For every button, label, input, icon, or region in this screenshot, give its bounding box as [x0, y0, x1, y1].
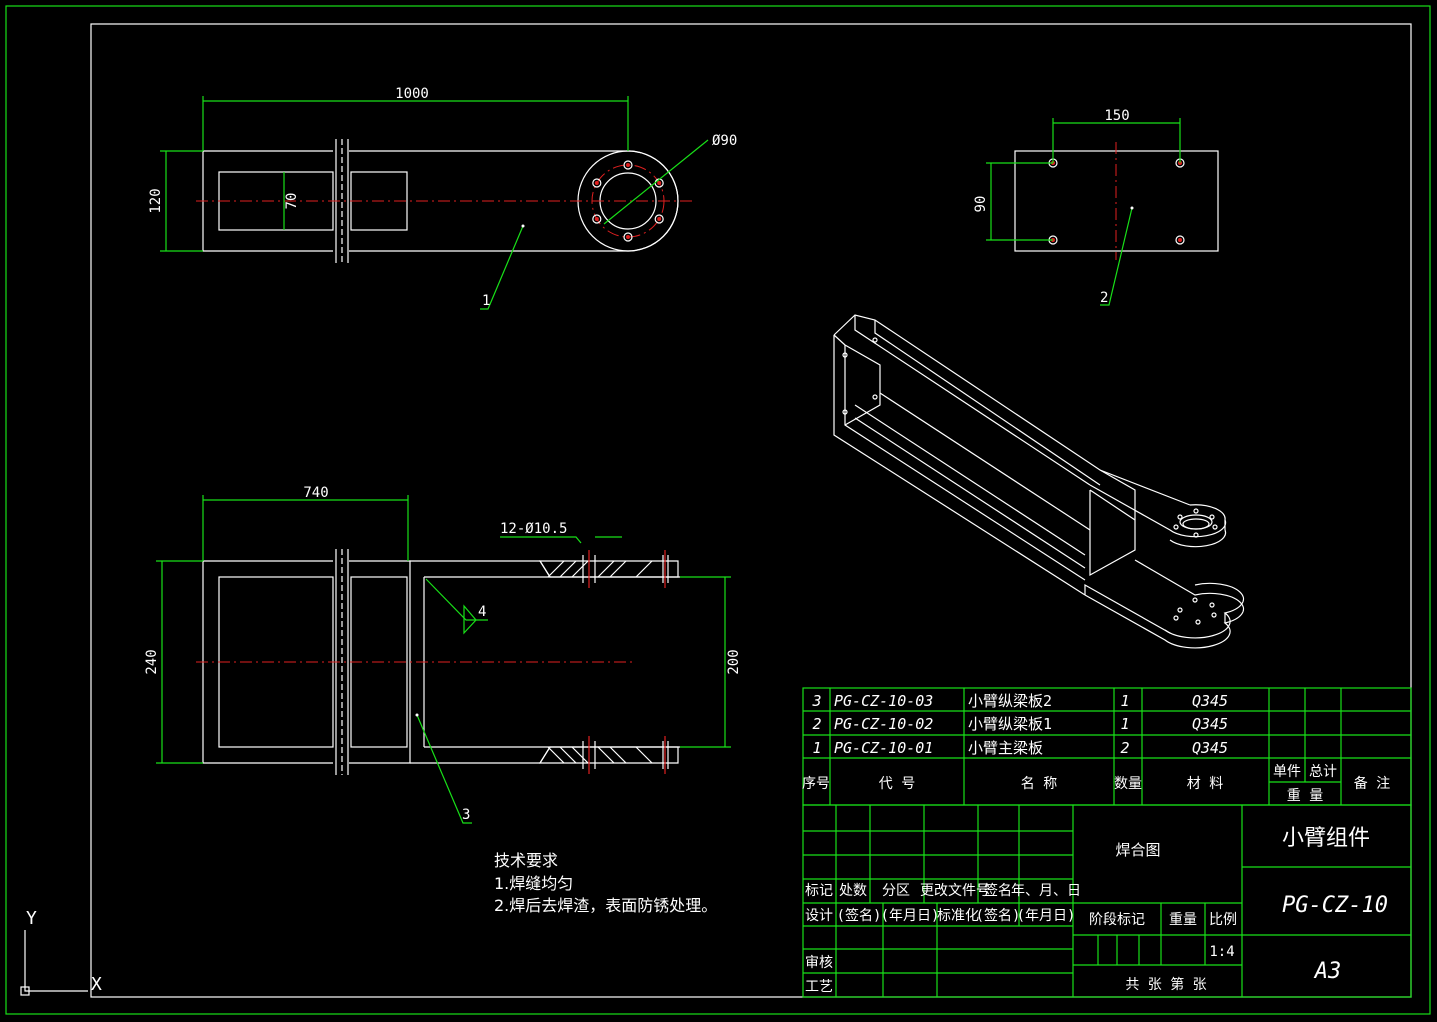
tb-date: 年、月、日 [1011, 883, 1081, 899]
inner-frame [90, 23, 1412, 998]
flange-hole-center [594, 181, 599, 185]
tb-change-doc: 更改文件号 [920, 883, 990, 899]
bom-cell-code: PG-CZ-10-02 [834, 715, 933, 733]
bom-header-weight: 重 量 [1287, 788, 1323, 804]
tb-standard-date: (年月日) [1017, 908, 1076, 924]
tech-item-1: 1.焊缝均匀 [494, 874, 573, 893]
view-plate: 150 90 2 [973, 108, 1219, 306]
flange-hole [654, 214, 664, 224]
tb-drawing-no: PG-CZ-10 [1282, 893, 1388, 918]
bom-cell-code: PG-CZ-10-01 [834, 739, 933, 757]
dim-200: 200 [726, 649, 742, 674]
tb-design-date: (年月日) [881, 908, 940, 924]
tb-drawing-type: 焊合图 [1115, 841, 1160, 859]
tb-sign: 签名 [984, 882, 1012, 899]
bom-header-seq: 序号 [802, 776, 830, 792]
dim-120: 120 [148, 188, 164, 213]
tb-part-name: 小臂组件 [1282, 826, 1370, 851]
tb-scale: 比例 [1209, 912, 1237, 928]
bom-header-unit: 单件 [1273, 764, 1301, 780]
view-isometric [833, 314, 1245, 649]
bom-cell-seq: 1 [812, 739, 821, 757]
tb-standard: 标准化 [937, 908, 979, 924]
bom-header-name: 名 称 [1021, 776, 1057, 792]
bom-header-code: 代 号 [879, 776, 915, 792]
bom-cell-code: PG-CZ-10-03 [834, 692, 933, 710]
flange-hole-center [657, 217, 662, 221]
view-top-plan: 1000 120 70 Ø90 1 [148, 86, 737, 310]
bom-cell-name: 小臂纵梁板2 [968, 692, 1052, 710]
plate-hole-center [1178, 238, 1182, 242]
callout-1: 1 [482, 293, 490, 309]
weld-size: 4 [478, 604, 486, 620]
tech-title: 技术要求 [494, 851, 558, 870]
tb-stage: 阶段标记 [1089, 912, 1145, 928]
bom-cell-material: Q345 [1192, 739, 1228, 757]
flange-hole-center [657, 181, 662, 185]
bom-cell-material: Q345 [1192, 692, 1228, 710]
title-block: 标记 处数 分区 更改文件号 签名 年、月、日 设计 (签名) (年月日) 标准… [802, 804, 1412, 998]
tb-weight: 重量 [1169, 912, 1197, 928]
tech-item-2: 2.焊后去焊渣，表面防锈处理。 [494, 896, 717, 915]
ucs-x: X [91, 974, 102, 995]
bom-cell-qty: 1 [1120, 715, 1129, 733]
tb-mark: 标记 [805, 883, 833, 899]
flange-hole-center [594, 217, 599, 221]
tb-paper-size: A3 [1313, 959, 1342, 984]
flange-hole-center [626, 235, 630, 239]
bom-header-qty: 数量 [1114, 776, 1142, 792]
flange-hole-center [626, 163, 630, 167]
tb-design-sign: (签名) [837, 907, 882, 924]
bom-cell-seq: 3 [811, 692, 821, 710]
bom-header-remarks: 备 注 [1354, 775, 1390, 792]
callout-2: 2 [1100, 290, 1108, 306]
flange-hole [592, 214, 602, 224]
bom-cell-material: Q345 [1192, 715, 1228, 733]
tb-zone: 分区 [882, 883, 910, 899]
dim-740: 740 [303, 485, 328, 501]
flange-hole [623, 160, 633, 170]
tb-review: 审核 [805, 955, 833, 971]
dim-1000: 1000 [395, 86, 429, 102]
tb-design: 设计 [805, 908, 833, 924]
bom-header-material: 材 料 [1187, 776, 1223, 792]
tb-scale-value: 1:4 [1209, 944, 1234, 960]
dim-70: 70 [284, 193, 300, 210]
tb-sheet-info: 共 张 第 张 [1125, 976, 1206, 993]
tb-count: 处数 [839, 883, 867, 899]
bom-cell-name: 小臂主梁板 [968, 739, 1043, 757]
dim-holes: 12-Ø10.5 [500, 521, 567, 537]
bom-cell-qty: 2 [1120, 739, 1129, 757]
tb-standard-sign: (签名) [976, 907, 1021, 924]
view-bottom-section: 740 240 200 12-Ø10.5 4 3 [144, 485, 742, 824]
tech-requirements: 技术要求 1.焊缝均匀 2.焊后去焊渣，表面防锈处理。 [494, 851, 717, 915]
dim-phi90: Ø90 [712, 133, 737, 149]
dim-240: 240 [144, 649, 160, 674]
callout-3: 3 [462, 807, 470, 823]
dim-90: 90 [973, 196, 989, 213]
bom-cell-name: 小臂纵梁板1 [968, 715, 1052, 733]
tb-process: 工艺 [805, 979, 833, 995]
ucs-icon: Y X [20, 908, 102, 996]
dim-150: 150 [1104, 108, 1129, 124]
flange-hole [592, 178, 602, 188]
bom-cell-seq: 2 [812, 715, 821, 733]
outer-frame [5, 5, 1431, 1015]
bom-cell-qty: 1 [1120, 692, 1129, 710]
bom-header-total: 总计 [1309, 764, 1337, 780]
ucs-y: Y [26, 908, 37, 929]
flange-hole [623, 232, 633, 242]
plate-hole [1175, 235, 1185, 245]
